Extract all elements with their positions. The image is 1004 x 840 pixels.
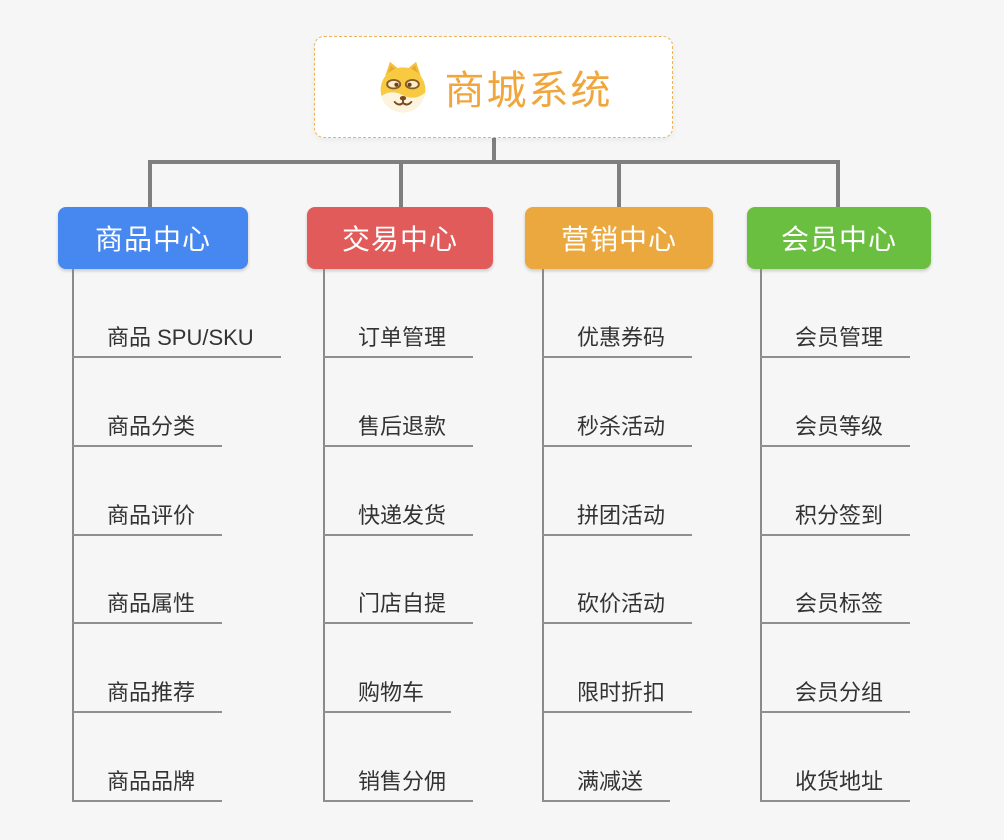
root-topic[interactable]: 商城系统 <box>314 36 673 138</box>
root-topic-title: 商城系统 <box>444 69 613 113</box>
branch-trade-center[interactable]: 交易中心 <box>307 207 493 269</box>
child-topic[interactable]: 购物车 <box>323 679 452 713</box>
child-topic[interactable]: 订单管理 <box>323 324 474 358</box>
child-topic[interactable]: 会员等级 <box>760 413 911 447</box>
branch-member-center[interactable]: 会员中心 <box>747 207 931 269</box>
connector-root-stem <box>492 138 496 164</box>
child-topic[interactable]: 砍价活动 <box>542 590 693 624</box>
child-topic[interactable]: 商品评价 <box>72 502 223 536</box>
dog-face-icon <box>375 59 431 115</box>
child-topic[interactable]: 会员标签 <box>760 590 911 624</box>
connector-drop-trade <box>399 160 403 208</box>
child-topic[interactable]: 限时折扣 <box>542 679 693 713</box>
connector-drop-member <box>836 160 840 208</box>
child-topic[interactable]: 满减送 <box>542 768 671 802</box>
connector-drop-marketing <box>617 160 621 208</box>
child-topic[interactable]: 收货地址 <box>760 768 911 802</box>
child-topic[interactable]: 秒杀活动 <box>542 413 693 447</box>
children-trade-center: 订单管理 售后退款 快递发货 门店自提 购物车 销售分佣 <box>323 269 563 802</box>
branch-marketing-center[interactable]: 营销中心 <box>525 207 713 269</box>
child-topic[interactable]: 商品品牌 <box>72 768 223 802</box>
children-member-center: 会员管理 会员等级 积分签到 会员标签 会员分组 收货地址 <box>760 269 1000 802</box>
child-topic[interactable]: 积分签到 <box>760 502 911 536</box>
child-topic[interactable]: 商品推荐 <box>72 679 223 713</box>
child-topic[interactable]: 快递发货 <box>323 502 474 536</box>
branch-product-center[interactable]: 商品中心 <box>58 207 248 269</box>
children-product-center: 商品 SPU/SKU 商品分类 商品评价 商品属性 商品推荐 商品品牌 <box>72 269 312 802</box>
child-topic[interactable]: 商品分类 <box>72 413 223 447</box>
child-topic[interactable]: 商品属性 <box>72 590 223 624</box>
child-topic[interactable]: 售后退款 <box>323 413 474 447</box>
connector-bus <box>148 160 840 164</box>
child-topic[interactable]: 销售分佣 <box>323 768 474 802</box>
child-topic[interactable]: 优惠券码 <box>542 324 693 358</box>
children-marketing-center: 优惠券码 秒杀活动 拼团活动 砍价活动 限时折扣 满减送 <box>542 269 782 802</box>
child-topic[interactable]: 会员管理 <box>760 324 911 358</box>
child-topic[interactable]: 商品 SPU/SKU <box>72 324 281 358</box>
connector-drop-product <box>148 160 152 208</box>
child-topic[interactable]: 拼团活动 <box>542 502 693 536</box>
child-topic[interactable]: 门店自提 <box>323 590 474 624</box>
child-topic[interactable]: 会员分组 <box>760 679 911 713</box>
